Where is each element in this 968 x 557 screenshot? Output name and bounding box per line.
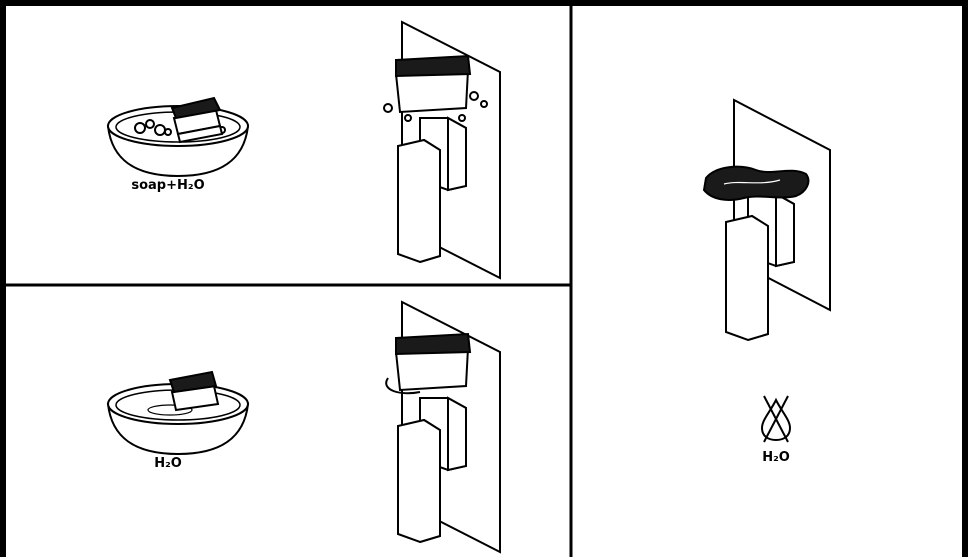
sponge-on-faucet-icon (383, 54, 488, 122)
cloth-icon (702, 165, 810, 201)
sponge-on-faucet-icon (385, 332, 472, 395)
sponge-icon (170, 96, 224, 144)
caption-water: H₂O (154, 456, 182, 471)
caption-soap-water: soap+H₂O (131, 178, 204, 193)
panel-dry: H₂O (702, 98, 831, 465)
panel-wash: soap+H₂O (106, 20, 501, 280)
no-water-drop-icon (760, 395, 792, 443)
caption-water-dry: H₂O (762, 450, 790, 465)
panel-rinse: H₂O (106, 300, 501, 554)
mixer-faucet (725, 98, 831, 342)
sponge-icon (168, 370, 220, 412)
